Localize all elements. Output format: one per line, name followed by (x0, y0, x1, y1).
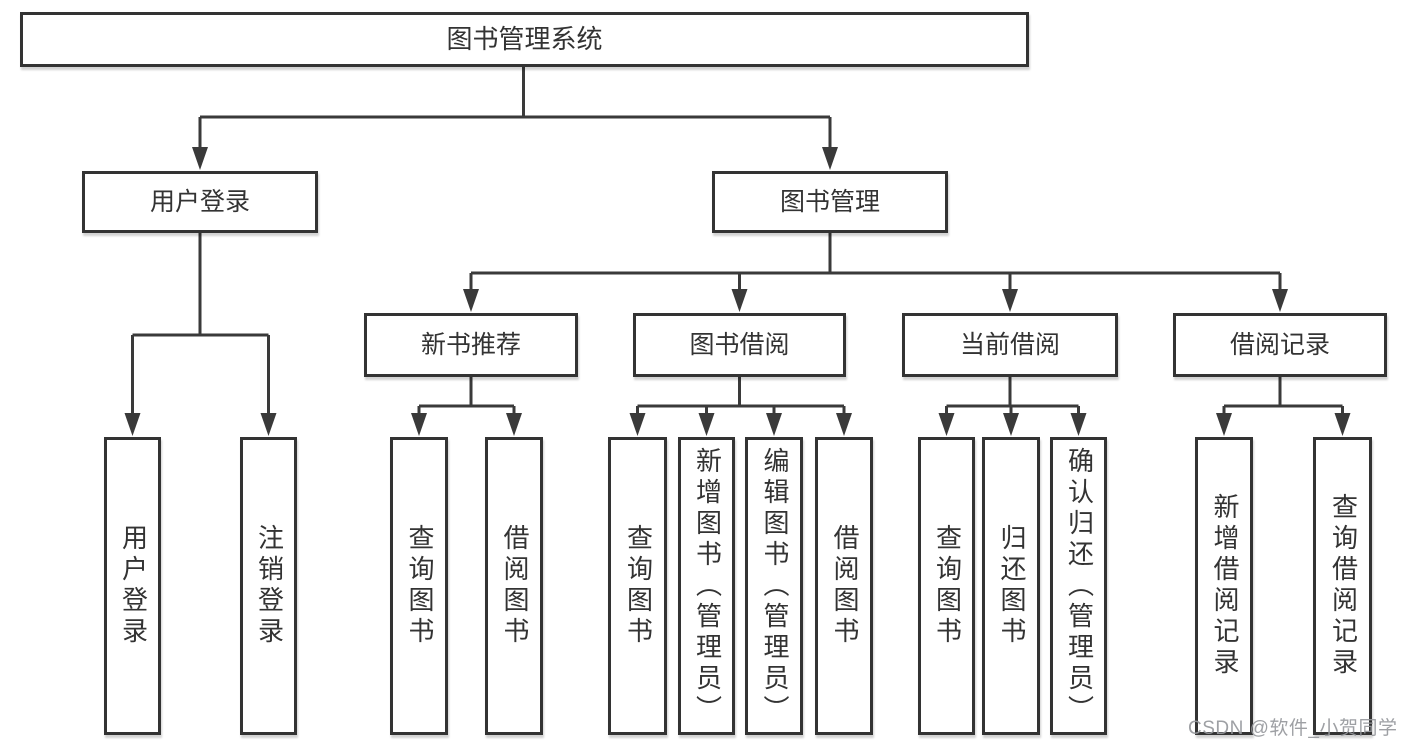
node-leaf-query-books-2: 查询图书 (608, 437, 667, 735)
node-leaf-confirm-return-admin: 确认归还（管理员） (1050, 437, 1107, 735)
node-library-system: 图书管理系统 (20, 12, 1029, 67)
node-leaf-return-books: 归还图书 (982, 437, 1040, 735)
node-leaf-add-borrow-record: 新增借阅记录 (1195, 437, 1253, 735)
node-leaf-logout: 注销登录 (240, 437, 297, 735)
node-leaf-borrow-books-2: 借阅图书 (815, 437, 873, 735)
node-leaf-query-borrow-record: 查询借阅记录 (1313, 437, 1372, 735)
node-leaf-query-books-1: 查询图书 (390, 437, 448, 735)
node-leaf-edit-books-admin: 编辑图书（管理员） (745, 437, 803, 735)
node-leaf-query-books-3: 查询图书 (918, 437, 975, 735)
node-borrow-records: 借阅记录 (1173, 313, 1387, 377)
node-leaf-user-login: 用户登录 (104, 437, 161, 735)
node-new-book-recommend: 新书推荐 (364, 313, 578, 377)
watermark: CSDN @软件_小贺同学 (1188, 718, 1398, 739)
node-book-management: 图书管理 (712, 171, 948, 233)
tree-edges (131, 67, 1344, 415)
node-leaf-borrow-books-1: 借阅图书 (485, 437, 543, 735)
arrow-down-icons (124, 147, 1351, 436)
node-leaf-add-books-admin: 新增图书（管理员） (678, 437, 735, 735)
node-user-login: 用户登录 (82, 171, 318, 233)
node-book-borrow: 图书借阅 (633, 313, 846, 377)
node-current-borrow: 当前借阅 (902, 313, 1118, 377)
